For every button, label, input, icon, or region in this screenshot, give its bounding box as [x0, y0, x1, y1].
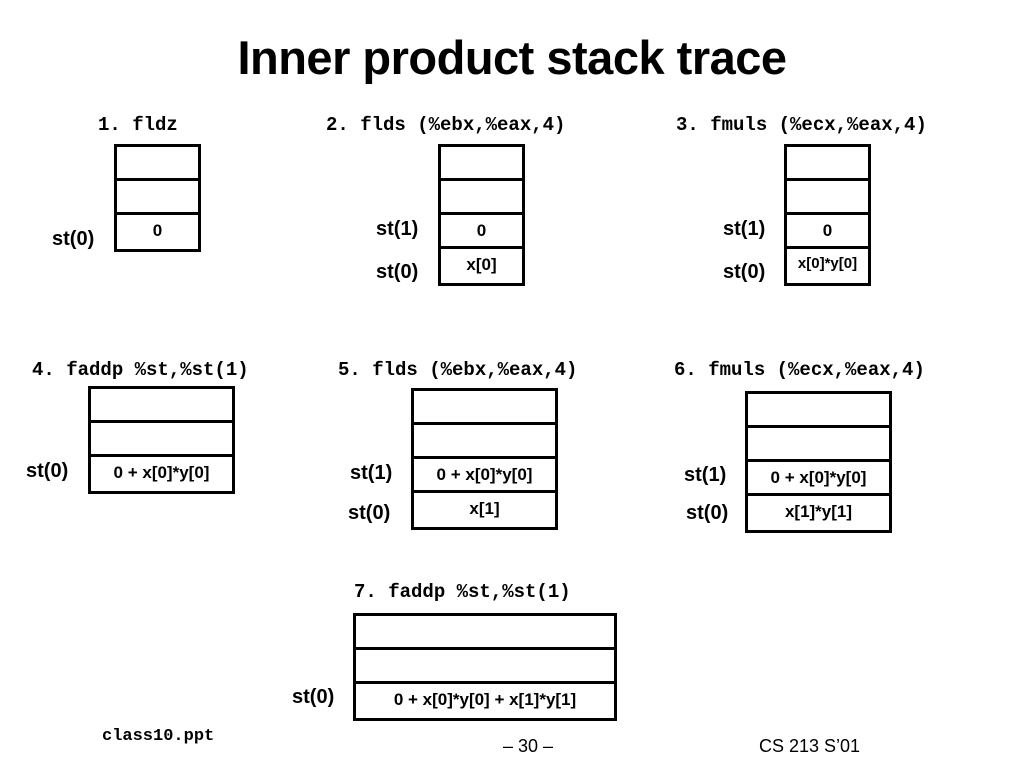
register-label: st(0) — [348, 502, 391, 524]
register-label: st(0) — [376, 261, 419, 283]
register-label: st(0) — [686, 502, 729, 524]
step-7-caption: 7. faddp %st,%st(1) — [354, 581, 571, 603]
stack-cell — [441, 181, 522, 215]
step-5-stack: 0 + x[0]*y[0] x[1] — [411, 388, 558, 530]
step-2-caption: 2. flds (%ebx,%eax,4) — [326, 114, 566, 136]
stack-cell: 0 + x[0]*y[0] — [748, 462, 889, 496]
register-label: st(0) — [26, 460, 69, 482]
stack-cell: 0 + x[0]*y[0] — [113, 463, 210, 482]
stack-cell: 0 — [441, 215, 522, 249]
stack-cell — [414, 425, 555, 459]
stack-cell: 0 — [787, 215, 868, 249]
course-label: CS 213 S’01 — [759, 736, 861, 756]
stack-cell — [787, 181, 868, 215]
stack-cell — [356, 616, 614, 650]
step-1-caption: 1. fldz — [98, 114, 178, 136]
stack-cell: x[1] — [469, 499, 500, 518]
stack-cell — [748, 428, 889, 462]
register-label: st(0) — [723, 261, 766, 283]
stack-cell — [441, 147, 522, 181]
stack-cell: 0 + x[0]*y[0] + x[1]*y[1] — [393, 690, 577, 709]
step-3-caption: 3. fmuls (%ecx,%eax,4) — [676, 114, 927, 136]
step-4-caption: 4. faddp %st,%st(1) — [32, 359, 249, 381]
register-label: st(0) — [292, 686, 335, 708]
stack-cell: x[1]*y[1] — [784, 502, 853, 521]
step-1-stack: 0 — [114, 144, 201, 252]
stack-cell — [748, 394, 889, 428]
step-4-stack: 0 + x[0]*y[0] — [88, 386, 235, 494]
stack-cell — [787, 147, 868, 181]
stack-cell — [91, 389, 232, 423]
stack-cell — [356, 650, 614, 684]
register-label: st(1) — [350, 462, 393, 484]
step-6-stack: 0 + x[0]*y[0] x[1]*y[1] — [745, 391, 892, 533]
step-5-caption: 5. flds (%ebx,%eax,4) — [338, 359, 578, 381]
stack-cell: 0 — [152, 221, 163, 240]
step-6-caption: 6. fmuls (%ecx,%eax,4) — [674, 359, 925, 381]
register-label: st(1) — [723, 218, 766, 240]
stack-cell: x[0]*y[0] — [797, 255, 858, 272]
stack-cell: x[0] — [466, 255, 497, 274]
step-3-stack: 0 x[0]*y[0] — [784, 144, 871, 286]
register-label: st(1) — [376, 218, 419, 240]
step-2-stack: 0 x[0] — [438, 144, 525, 286]
stack-cell — [91, 423, 232, 457]
stack-cell — [117, 181, 198, 215]
step-7-stack: 0 + x[0]*y[0] + x[1]*y[1] — [353, 613, 617, 721]
slide-title: Inner product stack trace — [237, 31, 787, 84]
register-label: st(0) — [52, 228, 95, 250]
stack-cell: 0 + x[0]*y[0] — [414, 459, 555, 493]
page-number: – 30 – — [503, 736, 554, 756]
register-label: st(1) — [684, 464, 727, 486]
footer-filename: class10.ppt — [102, 727, 215, 746]
stack-cell — [117, 147, 198, 181]
stack-cell — [414, 391, 555, 425]
